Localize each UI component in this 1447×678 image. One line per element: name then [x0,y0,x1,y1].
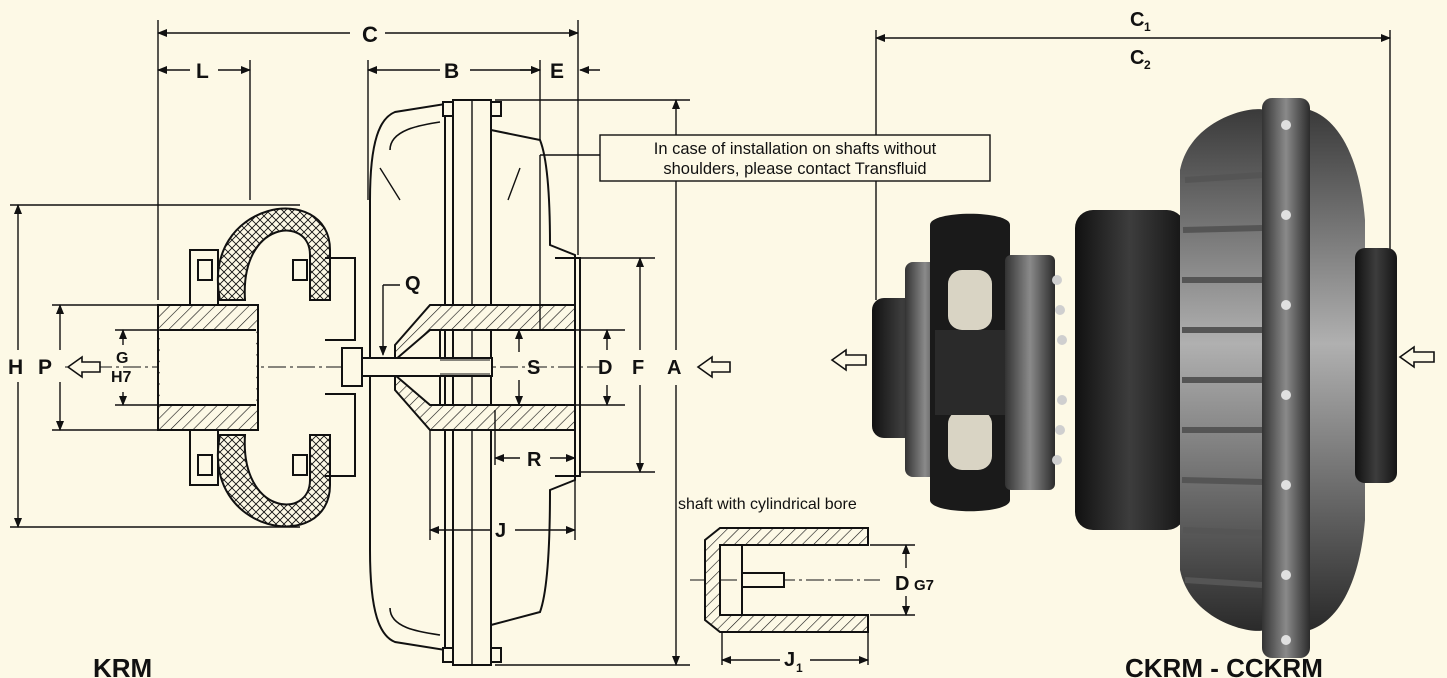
dim-label-j1-sub: 1 [796,661,803,675]
dim-label-c2-sub: 2 [1144,58,1151,72]
dim-label-c1-sub: 1 [1144,20,1151,34]
dim-label-j1: J [784,649,795,671]
dim-label-g7: G7 [914,577,934,594]
labels: C L B E H P G H7 Q S D F A R J D G7 J 1 … [8,9,1323,678]
dim-label-b: B [444,60,459,83]
dim-label-f: F [632,357,644,379]
dim-label-s: S [527,357,540,379]
dimension-lines [10,20,690,666]
dim-label-c2: C [1130,47,1144,69]
dim-label-h: H [8,356,23,379]
flow-arrow-input-icon [696,355,731,379]
dim-label-c1: C [1130,9,1144,31]
dim-label-h7: H7 [111,369,132,386]
dim-label-l: L [196,60,209,83]
cylindrical-bore-detail [690,527,915,665]
dim-label-r: R [527,449,542,471]
dim-label-d: D [598,357,612,379]
ckrm-render [872,30,1397,658]
installation-note-box [599,134,991,182]
flow-arrow-left-icon [66,355,101,379]
flow-arrows [66,345,1435,379]
dim-label-e: E [550,60,564,83]
dim-label-j: J [495,520,506,542]
installation-note-line-1: In case of installation on shafts withou… [654,140,937,158]
ckrm-title: CKRM - CCKRM [1125,653,1323,678]
dim-label-d-bore: D [895,573,909,595]
krm-title: KRM [93,653,152,678]
dim-label-a: A [667,357,681,379]
installation-note-line-2: shoulders, please contact Transfluid [663,160,926,178]
flow-arrow-right-icon [1398,345,1435,369]
krm-section-drawing [65,99,600,666]
cylindrical-bore-note: shaft with cylindrical bore [678,496,857,513]
flow-arrow-output-icon [830,348,867,372]
dim-label-c: C [362,22,378,47]
dim-label-q: Q [405,273,421,295]
dim-label-g: G [116,350,128,367]
dim-label-p: P [38,356,52,379]
